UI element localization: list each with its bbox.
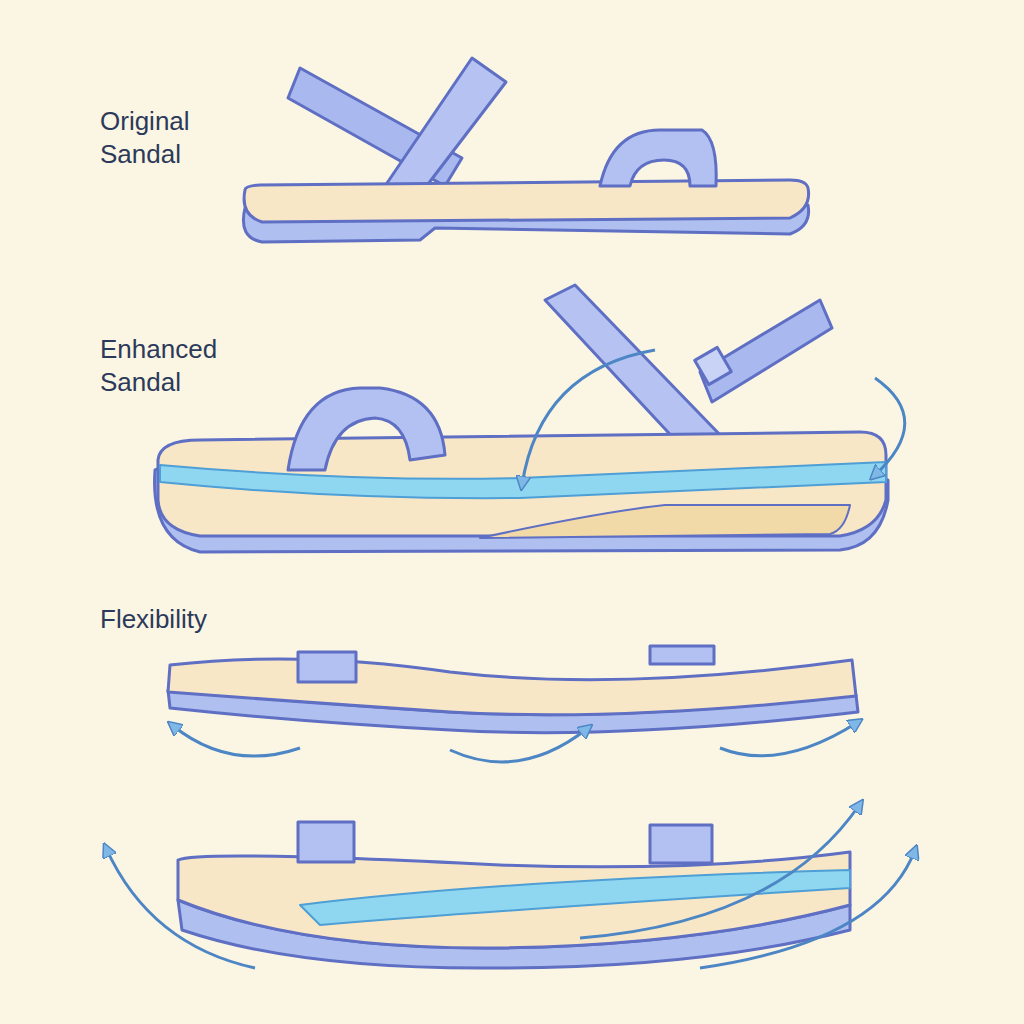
original-sandal — [243, 58, 808, 242]
flexing-sole — [168, 646, 858, 762]
section-label: Flexibility — [100, 603, 320, 636]
twisting-sole — [106, 804, 915, 968]
section-label: Original Sandal — [100, 105, 250, 170]
enhanced-sandal — [155, 285, 905, 552]
section-label: Enhanced Sandal — [100, 333, 250, 398]
